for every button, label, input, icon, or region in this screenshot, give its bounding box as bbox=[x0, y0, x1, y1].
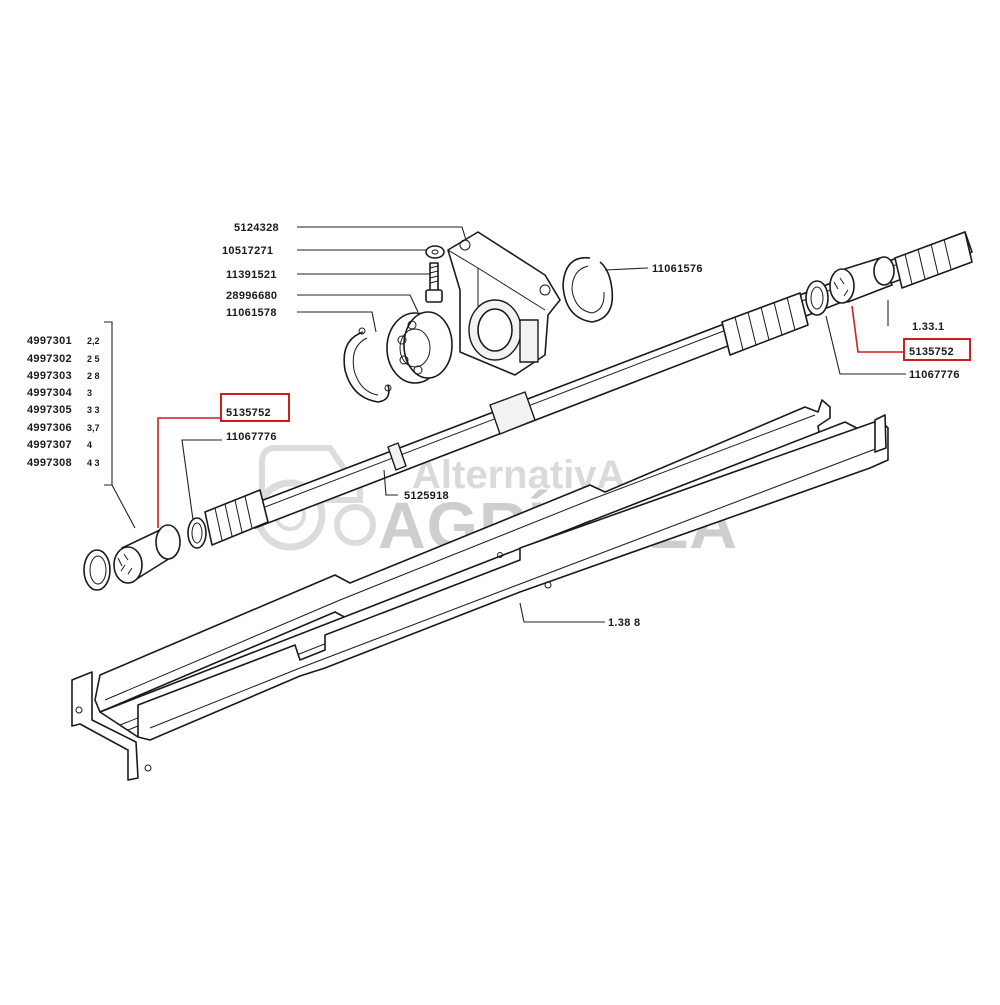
thrust-ring-left bbox=[83, 549, 111, 591]
group-qty: 2 5 bbox=[87, 354, 100, 364]
group-qty: 2 8 bbox=[87, 371, 100, 381]
label-snap-ring-left: 11067776 bbox=[226, 431, 277, 443]
group-part: 4997304 bbox=[27, 387, 73, 399]
label-bearing: 28996680 bbox=[226, 290, 277, 302]
group-qty: 3 bbox=[87, 388, 92, 398]
label-bolt: 11391521 bbox=[226, 269, 277, 281]
snap-ring-right bbox=[805, 280, 829, 316]
nut bbox=[425, 245, 445, 259]
group-qty: 4 3 bbox=[87, 458, 100, 468]
group-qty: 3 3 bbox=[87, 405, 100, 415]
coupling-left bbox=[113, 524, 181, 584]
highlights bbox=[220, 338, 971, 422]
label-coupling-left: 5135752 bbox=[226, 407, 271, 419]
label-circlip-bearing: 11061578 bbox=[226, 307, 277, 319]
label-shaft: 5125918 bbox=[404, 490, 449, 502]
group-part: 4997302 bbox=[27, 353, 72, 365]
bearing-bracket bbox=[447, 231, 561, 376]
snap-ring-left bbox=[187, 517, 207, 549]
label-circlip-bracket: 11061576 bbox=[652, 263, 703, 275]
group-part: 4997306 bbox=[27, 422, 72, 434]
bolt bbox=[425, 262, 443, 303]
group-qty: 3,7 bbox=[87, 423, 100, 433]
ball-bearing bbox=[386, 311, 453, 384]
group-part: 4997303 bbox=[27, 370, 72, 382]
highlight-box-left bbox=[220, 393, 290, 422]
circlip-bracket bbox=[562, 256, 614, 323]
callout-labels: 5124328 10517271 11391521 28996680 11061… bbox=[222, 222, 960, 629]
group-qty: 4 bbox=[87, 440, 92, 450]
group-part: 4997305 bbox=[27, 404, 72, 416]
label-bracket: 5124328 bbox=[234, 222, 279, 234]
highlight-box-right bbox=[903, 338, 971, 361]
label-coupling-right: 5135752 bbox=[909, 346, 954, 358]
circlip-bearing bbox=[343, 327, 392, 403]
label-ref-right-top: 1.33.1 bbox=[912, 321, 944, 333]
group-part: 4997301 bbox=[27, 335, 72, 347]
label-snap-ring-right: 11067776 bbox=[909, 369, 960, 381]
main-shaft bbox=[204, 231, 973, 546]
label-nut: 10517271 bbox=[222, 245, 273, 257]
group-part: 4997308 bbox=[27, 457, 72, 469]
coupling-right bbox=[829, 256, 895, 304]
group-qty: 2,2 bbox=[87, 336, 100, 346]
label-ref-guard: 1.38 8 bbox=[608, 617, 640, 629]
leader-lines bbox=[104, 226, 906, 623]
group-part-list: 4997301 2,2 4997302 2 5 4997303 2 8 4997… bbox=[27, 335, 100, 469]
shaft-guard bbox=[71, 399, 889, 781]
group-part: 4997307 bbox=[27, 439, 72, 451]
